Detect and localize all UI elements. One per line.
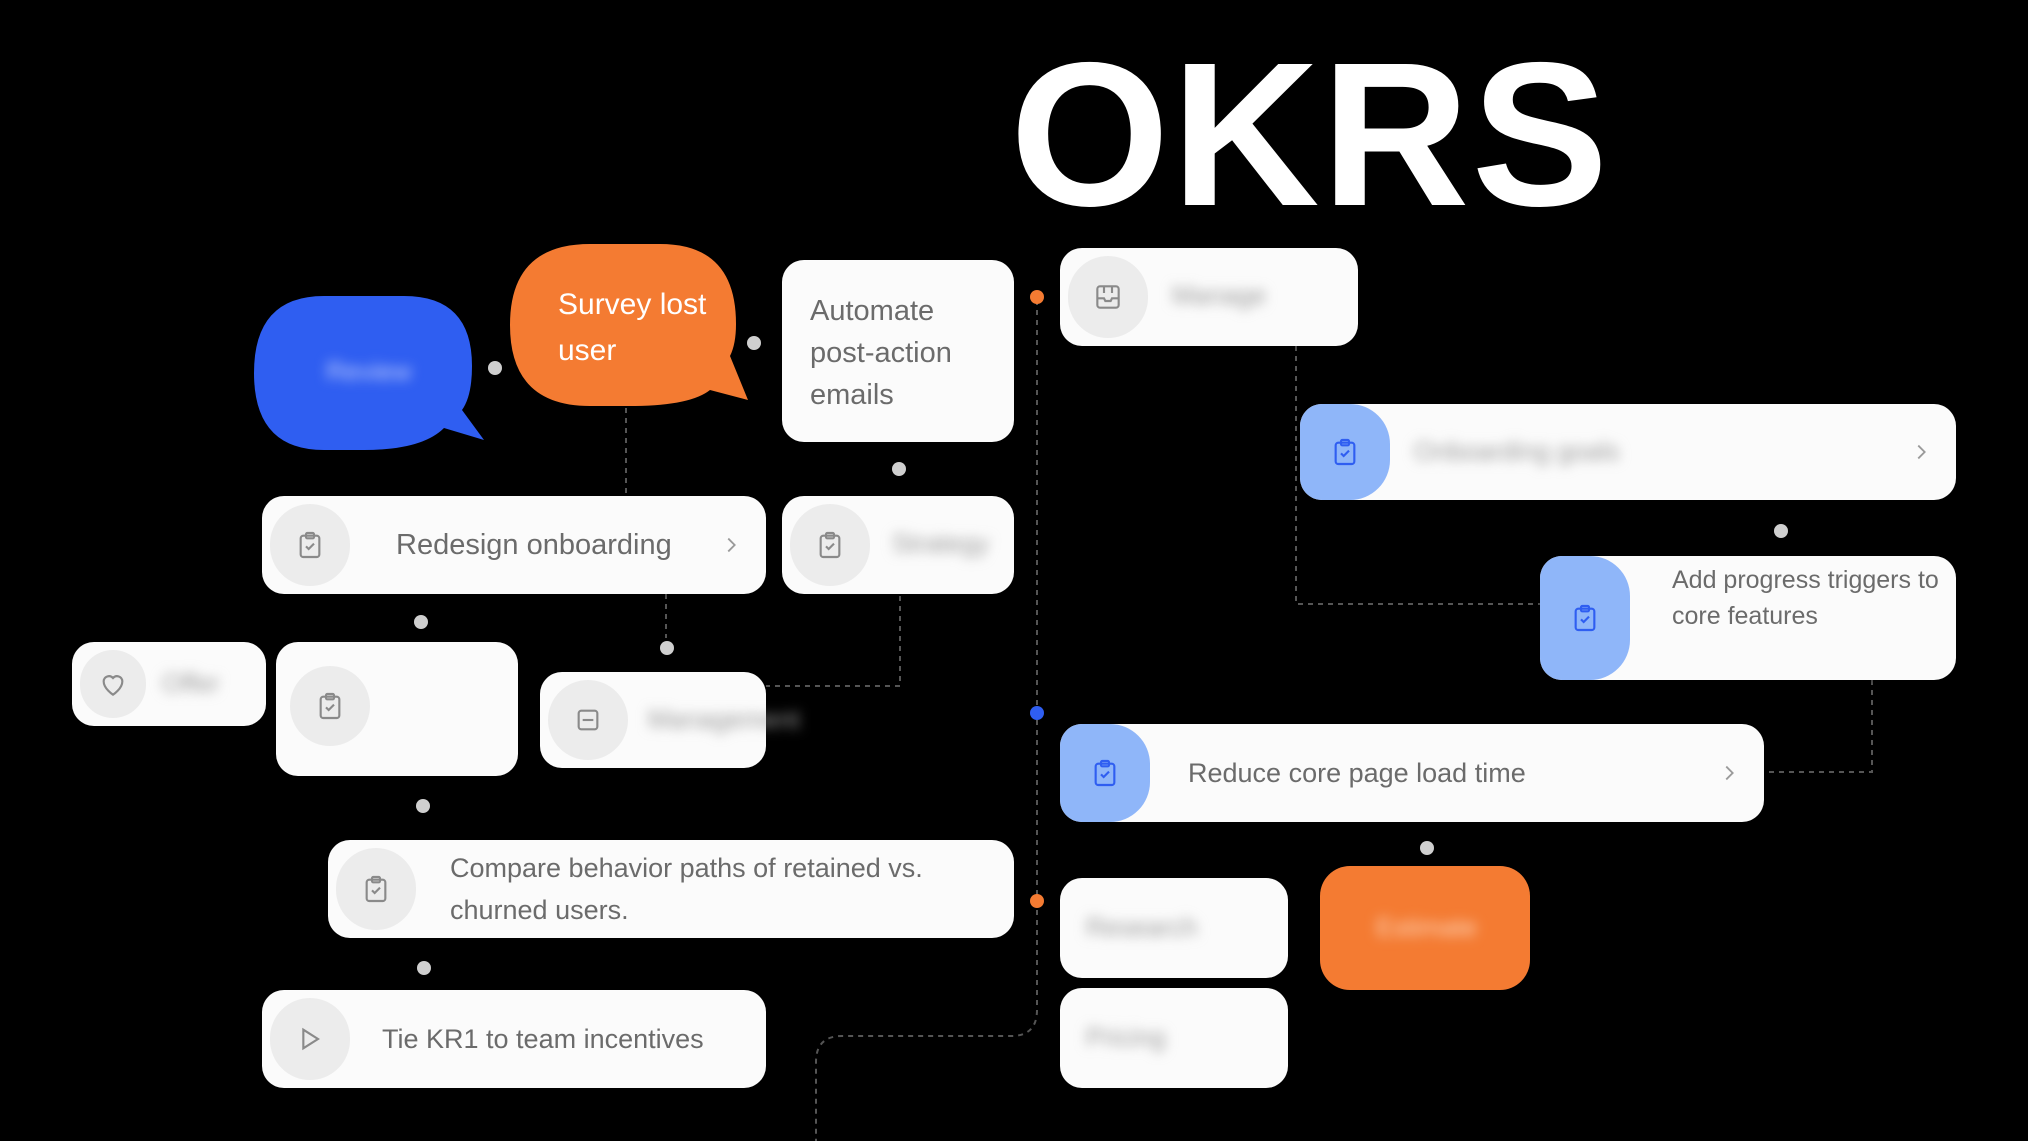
connector-dot-orange — [1030, 290, 1044, 304]
compare-behavior-label: Compare behavior paths of retained vs. c… — [450, 853, 923, 925]
play-icon-box — [270, 998, 350, 1080]
inbox-icon-box — [1068, 256, 1148, 338]
automate-emails-label: Automate post-action emails — [810, 295, 952, 411]
manage-label: Manage — [1172, 280, 1266, 310]
add-progress-triggers-card[interactable]: Add progress triggers to core features — [1540, 556, 1956, 680]
pricing-label: Pricing — [1086, 1022, 1166, 1052]
reduce-load-time-card[interactable]: Reduce core page load time — [1060, 724, 1764, 822]
clipboard-check-icon — [1094, 759, 1116, 787]
connector-dot — [417, 961, 431, 975]
connector-dot — [488, 361, 502, 375]
orange-bubble-label: Survey lost user — [558, 288, 707, 367]
chevron-right-icon[interactable] — [1910, 441, 1932, 463]
strategy-label: Strategy — [892, 528, 989, 558]
chevron-right-icon[interactable] — [720, 534, 742, 556]
manage-card[interactable]: Manage — [1060, 248, 1358, 346]
chevron-right-icon[interactable] — [1718, 762, 1740, 784]
clipboard-search-card[interactable] — [276, 642, 518, 776]
strategy-card[interactable]: Strategy — [782, 496, 1014, 594]
clipboard-icon-box — [1300, 404, 1390, 500]
redesign-onboarding-card[interactable]: Redesign onboarding — [262, 496, 766, 594]
clipboard-icon-box — [790, 504, 870, 586]
compare-behavior-card[interactable]: Compare behavior paths of retained vs. c… — [328, 840, 1014, 938]
estimate-card[interactable]: Estimate — [1320, 866, 1530, 990]
play-icon — [302, 1027, 320, 1051]
offer-label: Offer — [162, 668, 220, 698]
automate-emails-card[interactable]: Automate post-action emails — [782, 260, 1014, 442]
management-card[interactable]: Management — [540, 672, 800, 768]
clipboard-check-icon — [819, 531, 841, 559]
estimate-label: Estimate — [1376, 912, 1478, 942]
onboarding-goals-label: Onboarding goals — [1414, 436, 1620, 466]
minus-square-icon-box — [548, 680, 628, 760]
connector-dot — [416, 799, 430, 813]
management-label: Management — [648, 704, 800, 734]
inbox-icon — [1096, 285, 1120, 309]
reduce-load-time-label: Reduce core page load time — [1188, 758, 1526, 788]
connector-dot — [747, 336, 761, 350]
connector-dot — [414, 615, 428, 629]
research-label: Research — [1086, 912, 1198, 942]
connector-dot — [892, 462, 906, 476]
tie-kr1-label: Tie KR1 to team incentives — [382, 1024, 704, 1054]
clipboard-check-icon — [365, 875, 387, 903]
connector-dot — [1420, 841, 1434, 855]
clipboard-check-icon — [319, 692, 341, 720]
offer-card[interactable]: Offer — [72, 642, 266, 726]
clipboard-search-icon-box — [290, 666, 370, 746]
heart-icon — [102, 675, 124, 696]
redesign-onboarding-label: Redesign onboarding — [396, 529, 672, 561]
connector-dot — [660, 641, 674, 655]
blue-bubble-label: Review — [326, 356, 412, 386]
page-title: OKRS — [1010, 20, 1611, 249]
add-progress-triggers-label: Add progress triggers to core features — [1672, 566, 1939, 630]
research-card[interactable]: Research — [1060, 878, 1288, 978]
orange-speech-bubble[interactable] — [510, 244, 750, 408]
blue-speech-bubble[interactable] — [254, 296, 486, 454]
clipboard-check-icon — [1574, 604, 1596, 632]
clipboard-check-icon — [1334, 438, 1356, 466]
clipboard-check-icon — [299, 531, 321, 559]
tie-kr1-card[interactable]: Tie KR1 to team incentives — [262, 990, 766, 1088]
clipboard-icon-box — [1060, 724, 1150, 822]
connector-dot-orange — [1030, 894, 1044, 908]
minus-square-icon — [577, 709, 599, 731]
onboarding-goals-card[interactable]: Onboarding goals — [1300, 404, 1956, 500]
pricing-card[interactable]: Pricing — [1060, 988, 1288, 1088]
clipboard-icon-box — [270, 504, 350, 586]
clipboard-icon-box — [1540, 556, 1630, 680]
clipboard-icon-box — [336, 848, 416, 930]
connector-dot — [1774, 524, 1788, 538]
connector-dot-blue — [1030, 706, 1044, 720]
heart-icon-box — [80, 650, 146, 718]
